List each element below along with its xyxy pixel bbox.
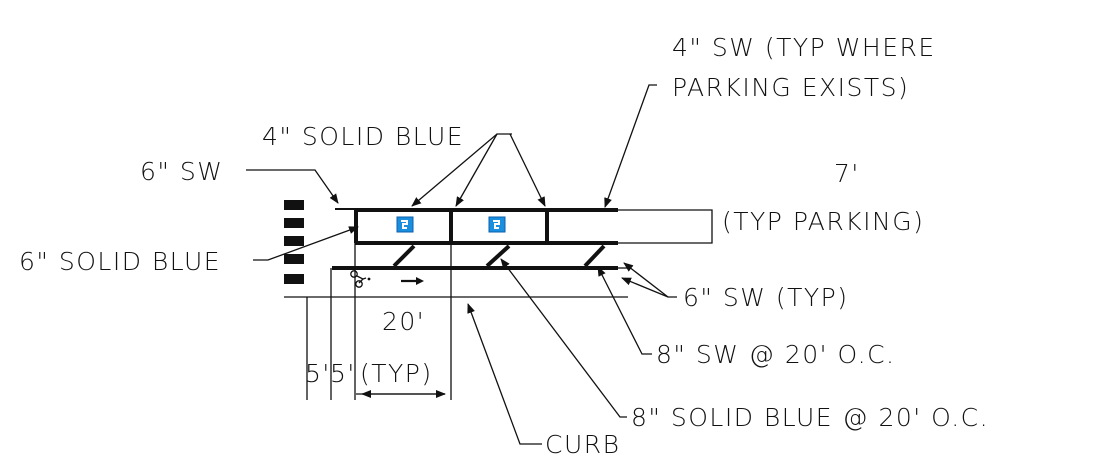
label-sw4-typ-line1: 4" SW (TYP WHERE bbox=[672, 33, 936, 62]
label-dim-5a: 5' bbox=[305, 359, 331, 388]
label-dim-20: 20' bbox=[382, 307, 425, 336]
crosswalk-bars bbox=[284, 200, 304, 284]
label-sw8-oc: 8" SW @ 20' O.C. bbox=[656, 340, 895, 369]
hatch-line bbox=[485, 244, 511, 268]
wheelchair-icon bbox=[396, 216, 414, 233]
label-solid-blue-6: 6" SOLID BLUE bbox=[19, 247, 221, 276]
label-curb: CURB bbox=[545, 430, 621, 459]
hatch-line bbox=[583, 244, 606, 268]
label-dim-5b: 5' bbox=[330, 359, 356, 388]
parking-stalls bbox=[335, 208, 713, 245]
label-typ: (TYP) bbox=[360, 359, 433, 388]
dimension-lines bbox=[306, 243, 452, 400]
label-solid-blue-4: 4" SOLID BLUE bbox=[262, 122, 464, 151]
label-solid-blue-8-oc: 8" SOLID BLUE @ 20' O.C. bbox=[631, 403, 989, 432]
label-sw6: 6" SW bbox=[140, 157, 223, 186]
label-typ-parking: (TYP PARKING) bbox=[722, 207, 924, 236]
label-dim-7: 7' bbox=[834, 159, 860, 188]
buffer-zone bbox=[332, 244, 628, 270]
label-sw4-typ-line2: PARKING EXISTS) bbox=[672, 73, 909, 102]
wheelchair-icon bbox=[488, 216, 506, 233]
arrow-right-icon bbox=[401, 277, 424, 285]
leader-lines bbox=[246, 84, 677, 445]
parking-extension bbox=[618, 209, 713, 244]
bicycle-icon bbox=[350, 270, 371, 288]
label-sw6-typ: 6" SW (TYP) bbox=[683, 283, 849, 312]
hatch-line bbox=[392, 244, 416, 268]
